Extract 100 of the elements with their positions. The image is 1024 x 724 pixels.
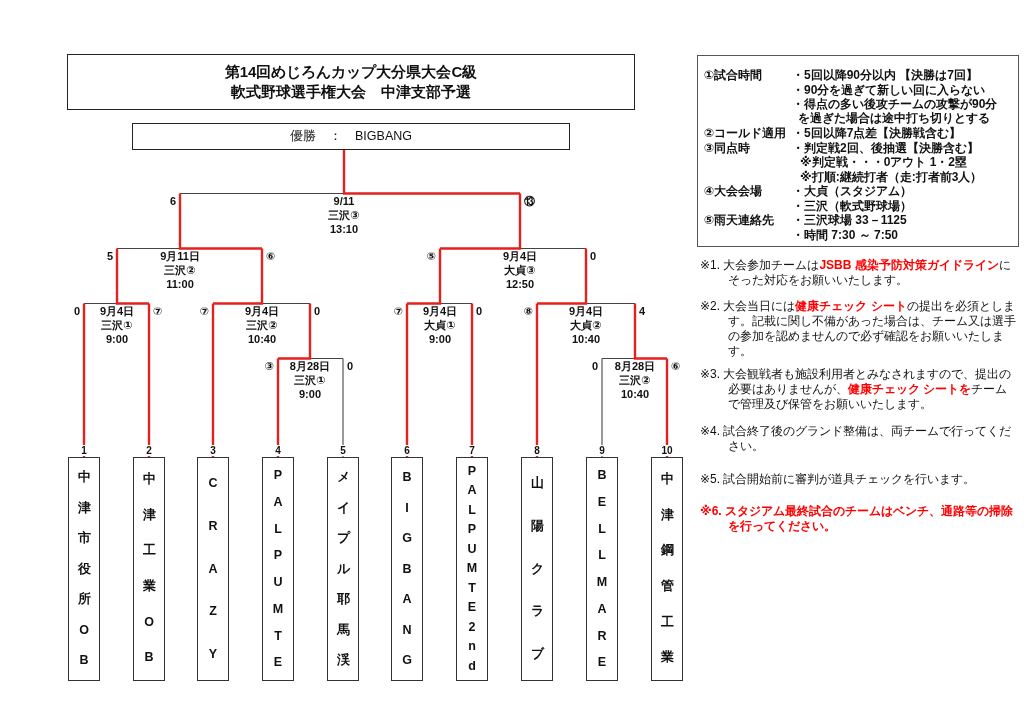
team-number: 10 [660,445,674,456]
match-time: 10:40 [620,387,650,401]
rule-heading: ②コールド適用 [704,126,787,140]
rule-heading: ③同点時 [704,140,751,155]
team-box [68,457,100,681]
bracket-line [278,303,312,360]
rule-item: ※判定戦・・・0アウト 1・2塁 [800,155,968,169]
score-label: 5 [105,250,114,262]
score-label: ⑧ [522,305,534,317]
match-date: 8月28日 [614,359,656,373]
team-name: PALPUMTE 2nd [466,463,478,675]
bracket-line [82,303,86,457]
bracket-line [405,303,409,457]
title: 第14回めじろんカップ大分県大会C級軟式野球選手権大会 中津支部予選 [223,62,479,102]
match-date: 9月4日 [99,304,135,318]
team-box [651,457,683,681]
score-label: ⑦ [392,305,404,317]
team-name: 中津鋼管工業 [661,471,673,667]
team-number: 1 [80,445,88,456]
rule-item: ・判定戦2回、後抽選【決勝含む】 [792,140,979,155]
note: ※6. スタジアム最終試合のチームはベンチ、通路等の掃除を行ってください。 [700,504,1014,534]
match-date: 9月4日 [422,304,458,318]
team-box [456,457,488,681]
score-label: 6 [168,195,177,207]
match-time: 10:40 [571,332,601,346]
bracket-line [211,303,215,457]
team-box [586,457,618,681]
bracket-line [147,303,151,457]
rule-item: ・5回以降90分以内 【決勝は7回】 [792,68,979,82]
team-box [327,457,359,681]
match-venue: 三沢① [101,318,133,332]
match-time: 11:00 [166,277,194,291]
bracket-line [276,358,280,457]
team-name: BIGBANG [401,469,413,670]
champion-label: 優勝 ： BIGBANG [290,128,412,145]
bracket-line [537,248,588,305]
note: ※1. 大会参加チームはJSBB 感染予防対策ガイドラインにそった対応をお願いいたします。 [700,258,1012,288]
match-time: 9:00 [106,332,128,346]
score-label: ⑤ [425,250,437,262]
bracket-line [342,357,344,458]
bracket-line [601,357,603,458]
bracket-line [407,248,442,305]
match-date: 9/11 [333,194,355,208]
team-number: 3 [209,445,217,456]
match-time: 13:10 [329,222,359,236]
team-box [391,457,423,681]
match-venue: 大貞③ [504,263,536,277]
team-number: 7 [468,445,476,456]
match-date: 9月11日 [160,249,200,263]
champion-box [132,123,570,150]
team-name: 中津市役所OB [78,469,90,670]
match-venue: 三沢① [294,373,326,387]
bracket-line [535,303,539,457]
match-venue: 大貞① [424,318,456,332]
bracket-line [470,303,474,457]
rule-heading: ①試合時間 [704,68,763,82]
match-date: 8月28日 [289,359,331,373]
team-number: 5 [339,445,347,456]
score-label: ⑥ [670,360,682,372]
team-box [262,457,294,681]
rule-item: ・三沢球場 33－1125 [792,213,907,227]
rule-item: ・時間 7:30 ～ 7:50 [792,227,899,242]
bracket-line [342,150,520,195]
match-venue: 三沢② [164,263,196,277]
team-number: 6 [403,445,411,456]
score-label: 4 [638,305,647,317]
bracket-line [665,358,669,457]
bracket-line [633,303,667,360]
rule-item: ・90分を過ぎて新しい回に入らない [792,82,986,97]
score-label: 0 [72,305,81,317]
match-time: 9:00 [429,332,451,346]
match-date: 9月4日 [502,249,538,263]
score-label: ⑬ [523,195,536,207]
team-number: 2 [145,445,153,456]
rule-item: ・三沢（軟式野球場） [792,198,912,213]
match-venue: 三沢② [246,318,278,332]
match-time: 10:40 [247,332,277,346]
score-label: ⑦ [198,305,210,317]
score-label: ③ [263,360,275,372]
team-name: BELLMARE [596,467,608,672]
team-number: 8 [533,445,541,456]
match-venue: 三沢③ [328,208,360,222]
team-box [521,457,553,681]
note: ※4. 試合終了後のグランド整備は、両チームで行ってください。 [700,424,1013,454]
match-time: 9:00 [299,387,321,401]
team-name: メイプル耶馬渓 [337,469,349,670]
score-label: 0 [313,305,322,317]
team-number: 4 [274,445,282,456]
match-date: 9月4日 [568,304,604,318]
score-label: 0 [590,360,599,372]
score-label: ⑦ [152,305,164,317]
score-label: 0 [589,250,598,262]
team-box [133,457,165,681]
score-label: 0 [346,360,355,372]
note: ※5. 試合開始前に審判が道具チェックを行います。 [700,472,977,487]
team-number: 9 [598,445,606,456]
team-name: 山陽クラブ [531,475,543,664]
team-name: 中津工業OB [143,471,155,667]
bracket-line [440,193,522,250]
rule-item: ※打順:継続打者（走:打者前3人） [800,169,983,184]
